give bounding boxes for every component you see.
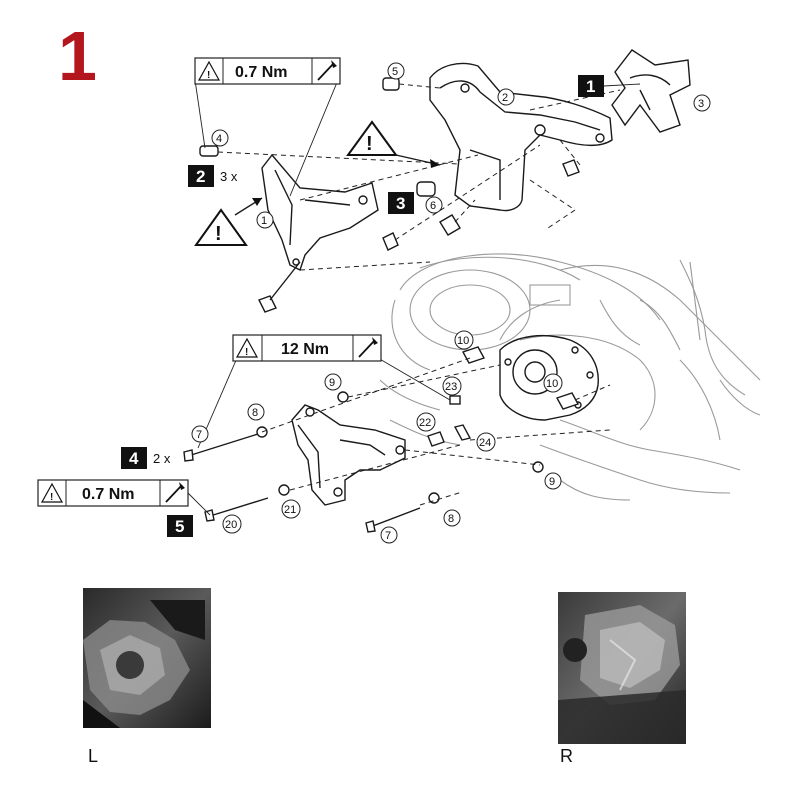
callout-6: 6: [425, 196, 443, 214]
step-4-badge: 4 2 x: [121, 447, 171, 469]
callout-2: 2: [497, 88, 515, 106]
svg-text:1: 1: [261, 215, 267, 227]
svg-text:2: 2: [196, 167, 205, 186]
svg-text:2: 2: [502, 92, 508, 104]
svg-text:22: 22: [419, 417, 431, 429]
warning-icon-large-left: !: [194, 197, 263, 246]
torque-wrench-icon: [317, 60, 337, 81]
svg-text:!: !: [245, 347, 248, 358]
torque-box-left: ! 0.7 Nm: [37, 479, 211, 516]
callout-7: 7: [191, 425, 209, 443]
callout-8b: 8: [443, 509, 461, 527]
step-3-badge: 3: [388, 192, 414, 214]
callout-1: 1: [256, 211, 274, 229]
engine-side-cover: [499, 335, 599, 421]
callout-21: 21: [281, 499, 301, 519]
torque-wrench-icon: [358, 337, 378, 358]
bracket-part-1: [261, 153, 379, 271]
hardware-lower: [183, 346, 580, 533]
callouts-top: 5 2 3 4 6 1: [211, 62, 711, 229]
svg-text:21: 21: [284, 504, 296, 516]
quantity-3x: 3 x: [220, 169, 238, 184]
callout-10b: 10: [543, 373, 563, 393]
warning-icon: !: [235, 337, 259, 358]
svg-text:7: 7: [196, 429, 202, 441]
photo-left-installed: [83, 588, 211, 728]
photo-right-installed: [558, 592, 686, 744]
svg-text:10: 10: [546, 378, 558, 390]
step-1-badge: 1: [578, 75, 641, 97]
torque-value-left: 0.7 Nm: [82, 486, 134, 503]
torque-box-middle: ! 12 Nm: [232, 334, 382, 362]
svg-text:24: 24: [479, 437, 491, 449]
callout-9: 9: [324, 373, 342, 391]
svg-text:3: 3: [698, 98, 704, 110]
warning-icon: !: [197, 60, 221, 81]
callout-24: 24: [476, 432, 496, 452]
callout-23: 23: [442, 376, 462, 396]
svg-text:!: !: [366, 133, 373, 155]
svg-text:5: 5: [175, 517, 184, 536]
cover-part-3: [611, 49, 691, 133]
callout-20: 20: [222, 514, 242, 534]
engine-outline: [379, 253, 761, 501]
svg-text:8: 8: [252, 407, 258, 419]
bracket-lower: [291, 404, 406, 506]
svg-text:9: 9: [549, 476, 555, 488]
callout-10: 10: [454, 330, 474, 350]
torque-value-middle: 12 Nm: [281, 341, 329, 358]
callout-7b: 7: [380, 526, 398, 544]
svg-text:3: 3: [396, 194, 405, 213]
callouts-lower: 10 9 23 10 8 22 7 24 9 21 8 20 7: [191, 330, 563, 544]
torque-value-top: 0.7 Nm: [235, 64, 287, 81]
warning-icon: !: [40, 482, 64, 503]
svg-text:10: 10: [457, 335, 469, 347]
callout-5: 5: [387, 62, 405, 80]
bracket-part-2: [429, 62, 613, 212]
svg-text:!: !: [207, 70, 210, 81]
callout-4: 4: [211, 129, 229, 147]
quantity-2x: 2 x: [153, 451, 171, 466]
svg-text:1: 1: [586, 77, 595, 96]
step-2-badge: 2 3 x: [188, 165, 238, 187]
figure-number: 1: [58, 17, 97, 95]
svg-text:8: 8: [448, 513, 454, 525]
svg-text:7: 7: [385, 530, 391, 542]
torque-wrench-icon: [165, 482, 185, 503]
svg-text:6: 6: [430, 200, 436, 212]
callout-8: 8: [247, 403, 265, 421]
torque-leaders-top: [194, 79, 339, 197]
torque-box-top: ! 0.7 Nm: [194, 57, 341, 85]
step-5-badge: 5: [167, 515, 193, 537]
assembly-lines-lower: [261, 357, 611, 506]
photo-label-left: L: [88, 746, 98, 766]
svg-text:20: 20: [225, 519, 237, 531]
callout-9b: 9: [544, 472, 562, 490]
callout-3: 3: [693, 94, 711, 112]
photo-label-right: R: [560, 746, 573, 766]
callout-22: 22: [416, 412, 436, 432]
assembly-lines-top: [217, 83, 621, 271]
svg-text:!: !: [50, 492, 53, 503]
warning-icon-large-top: !: [346, 120, 441, 168]
svg-text:4: 4: [129, 449, 139, 468]
svg-text:5: 5: [392, 66, 398, 78]
svg-text:23: 23: [445, 381, 457, 393]
svg-text:!: !: [215, 223, 222, 245]
svg-text:4: 4: [216, 133, 222, 145]
svg-text:9: 9: [329, 377, 335, 389]
